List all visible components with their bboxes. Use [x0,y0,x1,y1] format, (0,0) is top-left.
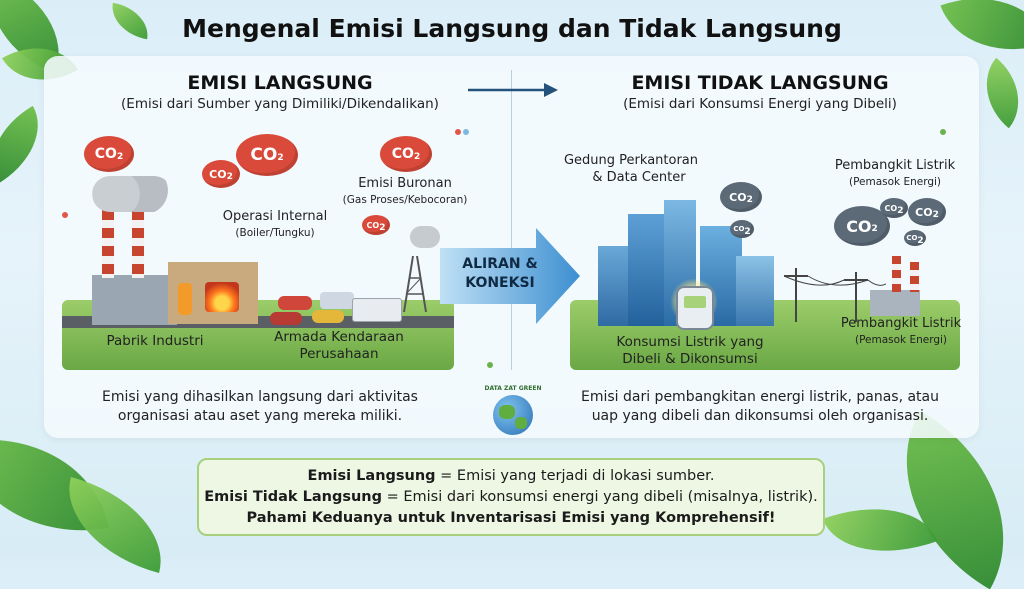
label-operasi-internal: Operasi Internal [222,209,328,224]
flow-label-line: KONEKSI [465,275,535,291]
power-plant-chimney [892,256,901,292]
power-plant-chimney [910,262,919,292]
summary-line-3: Pahami Keduanya untuk Inventarisasi Emis… [199,508,823,529]
car-icon [278,296,312,310]
label-data-center: & Data Center [592,170,686,185]
left-description-line: organisasi atau aset yang mereka miliki. [117,408,403,424]
label-pembangkit-top: Pembangkit Listrik [834,158,956,173]
flow-label: ALIRAN & KONEKSI [440,255,560,293]
globe-caption: DATA ZAT GREEN [484,385,542,392]
summary-line-1: Emisi Langsung = Emisi yang terjadi di l… [199,466,823,487]
label-emisi-buronan-sub: (Gas Proses/Kebocoran) [342,194,468,206]
label-emisi-buronan: Emisi Buronan [358,176,452,191]
gas-tower-icon [403,255,427,312]
status-dot [62,212,68,218]
summary-box: Emisi Langsung = Emisi yang terjadi di l… [197,458,825,536]
smoke-plume [92,176,172,212]
right-description: Emisi dari pembangkitan energi listrik, … [560,388,960,426]
worker-icon [178,283,192,315]
top-arrow-icon [468,83,558,97]
summary-line-2: Emisi Tidak Langsung = Emisi dari konsum… [199,487,823,508]
factory-chimney [102,210,114,278]
summary-call-to-action: Pahami Keduanya untuk Inventarisasi Emis… [246,510,776,526]
label-konsumsi-1: Konsumsi Listrik yang [616,334,764,350]
power-line-icon [783,268,886,322]
left-heading: EMISI LANGSUNG [187,72,373,94]
electric-meter-icon [676,286,714,330]
page-title: Mengenal Emisi Langsung dan Tidak Langsu… [182,14,842,43]
office-building [628,214,668,326]
label-gedung-perkantoran: Gedung Perkantoran [563,153,698,168]
left-subheading: (Emisi dari Sumber yang Dimiliki/Dikenda… [121,96,439,112]
label-armada-perusahaan: Perusahaan [299,346,379,362]
label-pemasok-top: (Pemasok Energi) [848,176,942,188]
office-building [736,256,774,326]
car-icon [270,312,302,325]
status-dot [940,129,946,135]
van-icon [320,292,354,309]
status-dot [463,129,469,135]
label-konsumsi-2: Dibeli & Dikonsumsi [622,351,758,367]
label-operasi-internal-sub: (Boiler/Tungku) [235,227,315,239]
label-armada-kendaraan: Armada Kendaraan [274,329,404,345]
left-description: Emisi yang dihasilkan langsung dari akti… [70,388,450,426]
truck-icon [352,298,402,322]
summary-term: Emisi Tidak Langsung [204,489,382,505]
left-description-line: Emisi yang dihasilkan langsung dari akti… [102,389,418,405]
globe-icon [493,395,533,435]
status-dot [455,129,461,135]
status-dot [487,362,493,368]
flow-label-line: ALIRAN & [462,256,538,272]
furnace-fire-icon [205,282,239,312]
factory-chimney [132,210,144,278]
right-description-line: uap yang dibeli dan dikonsumsi oleh orga… [591,408,929,424]
right-subheading: (Emisi dari Konsumsi Energi yang Dibeli) [623,96,897,112]
label-pabrik-industri: Pabrik Industri [106,333,204,349]
right-heading: EMISI TIDAK LANGSUNG [631,72,889,94]
summary-definition: = Emisi dari konsumsi energi yang dibeli… [381,489,818,505]
center-divider [511,70,512,370]
flow-arrow-icon [440,228,580,324]
label-pembangkit-bottom: Pembangkit Listrik [840,316,962,331]
smoke-plume [410,226,440,248]
right-description-line: Emisi dari pembangkitan energi listrik, … [580,389,939,405]
summary-definition: = Emisi yang terjadi di lokasi sumber. [435,468,715,484]
summary-term: Emisi Langsung [307,468,436,484]
factory-building [92,275,177,325]
power-plant-building [870,290,920,316]
car-icon [312,310,344,323]
label-pemasok-bottom: (Pemasok Energi) [854,334,948,346]
